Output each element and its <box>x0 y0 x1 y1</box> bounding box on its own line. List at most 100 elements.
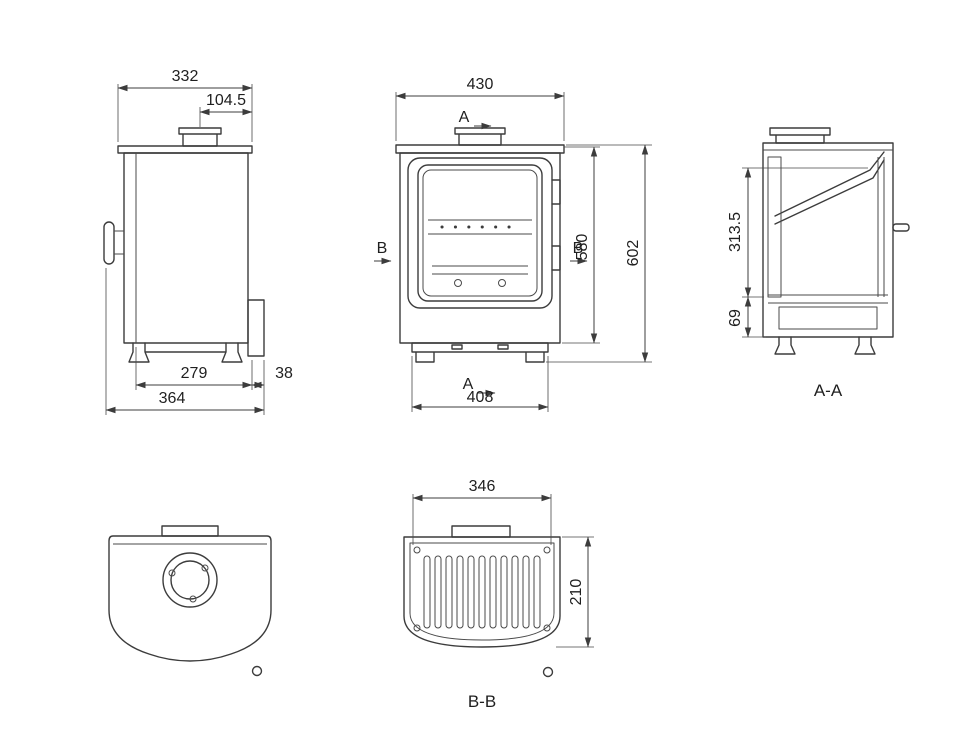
dim-side-flue-offset: 104.5 <box>199 92 253 127</box>
liner-slat <box>478 555 486 629</box>
aa-legs <box>774 336 876 355</box>
aa-door-inner-lines <box>877 157 885 297</box>
liner-slat <box>423 555 431 629</box>
dim-front-body-height: 580 <box>562 146 600 344</box>
front-glass-frame <box>422 169 538 297</box>
section-marker-a-top: A <box>459 109 492 130</box>
front-flue-collar <box>454 127 506 146</box>
side-legs <box>128 342 243 363</box>
aa-door-handle <box>892 223 910 232</box>
liner-slat <box>522 555 530 629</box>
bb-flue-collar <box>451 525 511 538</box>
front-door <box>407 157 553 309</box>
side-view: 332 104.5 279 38 364 <box>103 68 293 415</box>
aa-body <box>762 142 894 338</box>
side-flue-collar <box>178 127 222 147</box>
extension-lines <box>411 356 549 412</box>
front-view: 430 A A B B 580 602 <box>374 76 652 412</box>
plan-view <box>108 525 272 677</box>
liner-slat <box>533 555 541 629</box>
dim-side-total-depth: 364 <box>105 268 265 415</box>
extension-lines <box>412 494 552 545</box>
front-body <box>399 152 561 344</box>
plan-flue-box <box>161 525 219 537</box>
section-marker-a-bottom: A <box>463 376 496 397</box>
dim-front-top-width: 430 <box>395 76 565 141</box>
section-aa-label: A-A <box>814 381 843 400</box>
dimension-text: 346 <box>469 478 496 495</box>
plan-collar-lugs <box>168 564 209 603</box>
bb-door-handle-tip <box>542 666 554 678</box>
dimension-text: 364 <box>159 390 186 407</box>
front-hinges <box>551 179 561 271</box>
section-marker-b-right: B <box>570 240 588 265</box>
dim-aa-base-height: 69 <box>727 296 766 338</box>
dimension-text: 210 <box>568 579 585 606</box>
section-bb-label: B-B <box>468 692 496 711</box>
aa-firebox-floor <box>768 294 888 304</box>
dimension-text: 104.5 <box>206 92 246 109</box>
section-bb-view: 346 210 B-B <box>403 478 594 711</box>
dimension-text: 313.5 <box>727 212 744 252</box>
liner-slat <box>456 555 464 629</box>
dimension-text: 430 <box>467 76 494 93</box>
side-top-plate <box>117 145 253 154</box>
dim-front-base-width: 408 <box>411 356 549 412</box>
aa-ash-drawer <box>778 306 878 330</box>
side-body <box>123 152 249 344</box>
extension-lines <box>742 167 868 298</box>
dimension-text: 279 <box>181 365 208 382</box>
front-top-plate <box>395 144 565 154</box>
collar-lug <box>201 564 209 572</box>
section-letter: B <box>573 240 584 257</box>
liner-slat <box>511 555 519 629</box>
dim-side-front-to-bracket: 279 <box>135 347 253 390</box>
section-aa-view: 313.5 69 A-A <box>727 127 910 400</box>
liner-slat <box>445 555 453 629</box>
liner-slat <box>467 555 475 629</box>
aa-rear-liner <box>767 156 782 298</box>
dimension-text: 580 <box>574 234 591 261</box>
front-door-bolts <box>454 279 506 287</box>
plan-collar-inner <box>170 560 210 600</box>
dimension-text: 602 <box>625 240 642 267</box>
bolt <box>413 624 421 632</box>
aa-baffle-plate <box>774 151 885 225</box>
side-handle-mounts <box>114 230 124 255</box>
dim-aa-firebox-height: 313.5 <box>727 167 868 298</box>
bb-outline <box>403 536 561 648</box>
plan-door-handle-tip <box>251 665 263 677</box>
aa-flue-collar <box>769 127 831 144</box>
bb-inner-wall <box>409 542 555 641</box>
liner-slat <box>489 555 497 629</box>
section-letter: A <box>459 109 470 126</box>
bb-corner-bolts <box>413 546 551 632</box>
front-door-glass <box>417 164 543 302</box>
front-grate-lines <box>432 265 528 275</box>
dimension-text: 332 <box>172 68 199 85</box>
collar-lug <box>168 569 176 577</box>
section-letter: A <box>463 376 474 393</box>
dim-bb-width: 346 <box>412 478 552 545</box>
bb-liner-slats <box>423 555 541 629</box>
section-marker-b-left: B <box>374 240 392 265</box>
plan-outline <box>108 535 272 662</box>
dimension-text: 69 <box>727 309 744 327</box>
dim-bb-depth: 210 <box>556 536 594 648</box>
bolt <box>498 279 506 287</box>
extension-lines <box>546 144 652 363</box>
dim-front-total-height: 602 <box>546 144 652 363</box>
dimension-text: 408 <box>467 389 494 406</box>
bolt <box>454 279 462 287</box>
bolt <box>543 624 551 632</box>
side-door-handle <box>103 221 115 265</box>
side-rear-bracket <box>247 299 265 357</box>
extension-lines <box>395 92 565 141</box>
section-letter: B <box>377 240 388 257</box>
bolt <box>543 546 551 554</box>
front-stand <box>411 342 549 363</box>
front-airwash-bar <box>428 219 532 235</box>
plan-collar-outer <box>162 552 218 608</box>
